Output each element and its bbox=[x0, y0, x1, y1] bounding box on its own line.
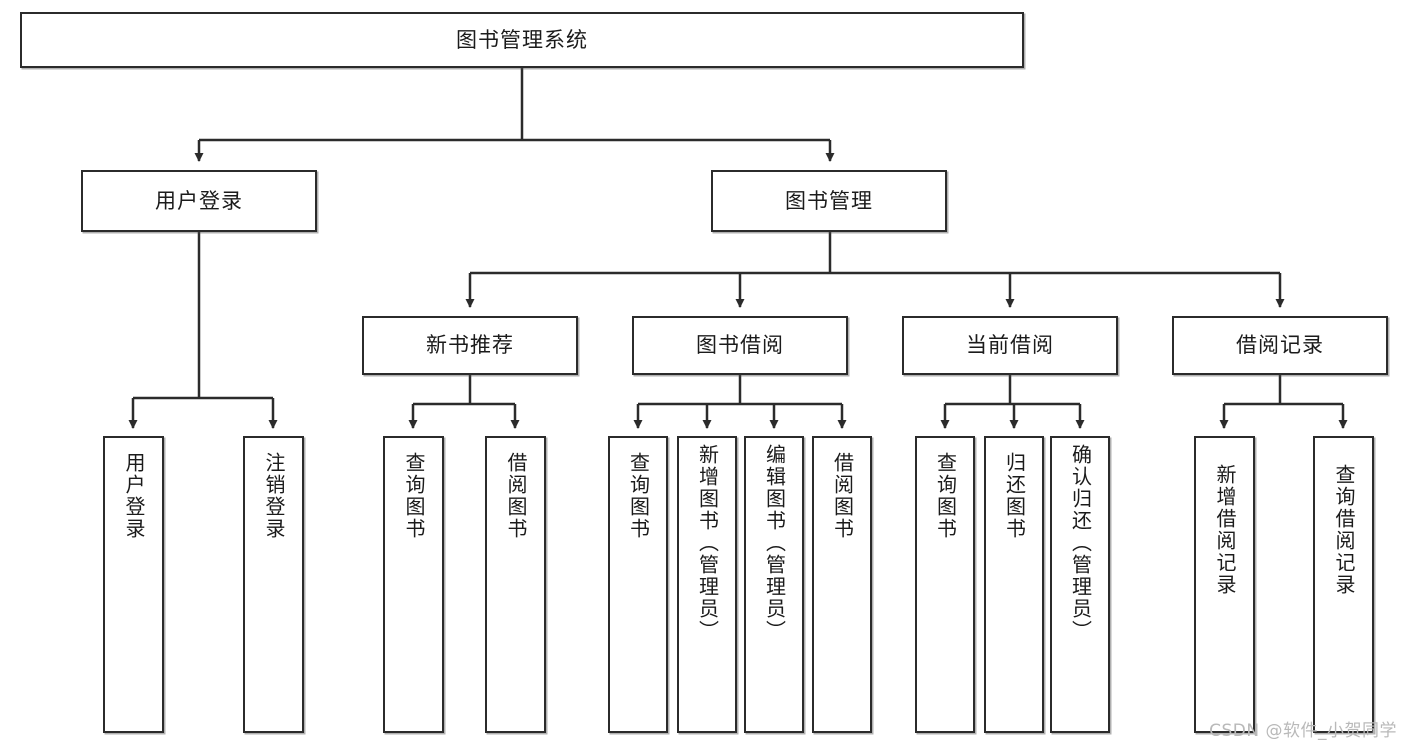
node-label: 查询图书 bbox=[402, 452, 426, 540]
node-label: 用户登录 bbox=[155, 188, 243, 213]
node-leaf-user-login[interactable]: 用户登录 bbox=[103, 436, 164, 733]
node-label: 新书推荐 bbox=[426, 333, 514, 358]
node-label: 新增图书（管理员） bbox=[695, 444, 720, 642]
node-label: 归还图书 bbox=[1002, 452, 1027, 540]
node-label: 查询图书 bbox=[626, 452, 651, 540]
node-leaf-logout-login[interactable]: 注销登录 bbox=[243, 436, 304, 733]
node-label: 查询图书 bbox=[933, 452, 958, 540]
node-user-login[interactable]: 用户登录 bbox=[81, 170, 317, 232]
node-leaf-add-borrow-record[interactable]: 新增借阅记录 bbox=[1194, 436, 1255, 733]
node-label: 借阅图书 bbox=[504, 452, 528, 540]
node-leaf-add-book-admin[interactable]: 新增图书（管理员） bbox=[677, 436, 737, 733]
node-leaf-query-book-3[interactable]: 查询图书 bbox=[915, 436, 975, 733]
node-label: 借阅记录 bbox=[1236, 333, 1324, 358]
node-leaf-borrow-book-2[interactable]: 借阅图书 bbox=[812, 436, 872, 733]
node-leaf-query-borrow-record[interactable]: 查询借阅记录 bbox=[1313, 436, 1374, 733]
node-label: 查询借阅记录 bbox=[1332, 464, 1356, 596]
node-borrow-record[interactable]: 借阅记录 bbox=[1172, 316, 1388, 375]
node-leaf-confirm-return-admin[interactable]: 确认归还（管理员） bbox=[1050, 436, 1110, 733]
node-label: 用户登录 bbox=[122, 452, 146, 540]
node-book-management[interactable]: 图书管理 bbox=[711, 170, 947, 232]
node-label: 图书管理 bbox=[785, 188, 873, 213]
node-new-book-recommend[interactable]: 新书推荐 bbox=[362, 316, 578, 375]
node-current-borrow[interactable]: 当前借阅 bbox=[902, 316, 1118, 375]
node-leaf-query-book-1[interactable]: 查询图书 bbox=[383, 436, 444, 733]
node-label: 当前借阅 bbox=[966, 333, 1054, 358]
node-label: 图书借阅 bbox=[696, 333, 784, 358]
node-label: 确认归还（管理员） bbox=[1068, 444, 1093, 642]
node-book-borrow[interactable]: 图书借阅 bbox=[632, 316, 848, 375]
node-label: 新增借阅记录 bbox=[1213, 464, 1237, 596]
node-label: 注销登录 bbox=[262, 452, 286, 540]
node-label: 借阅图书 bbox=[830, 452, 855, 540]
node-label: 图书管理系统 bbox=[456, 27, 588, 52]
node-label: 编辑图书（管理员） bbox=[762, 444, 787, 642]
node-leaf-return-book[interactable]: 归还图书 bbox=[984, 436, 1044, 733]
node-leaf-query-book-2[interactable]: 查询图书 bbox=[608, 436, 668, 733]
node-book-management-system[interactable]: 图书管理系统 bbox=[20, 12, 1024, 68]
node-leaf-borrow-book-1[interactable]: 借阅图书 bbox=[485, 436, 546, 733]
node-leaf-edit-book-admin[interactable]: 编辑图书（管理员） bbox=[744, 436, 804, 733]
